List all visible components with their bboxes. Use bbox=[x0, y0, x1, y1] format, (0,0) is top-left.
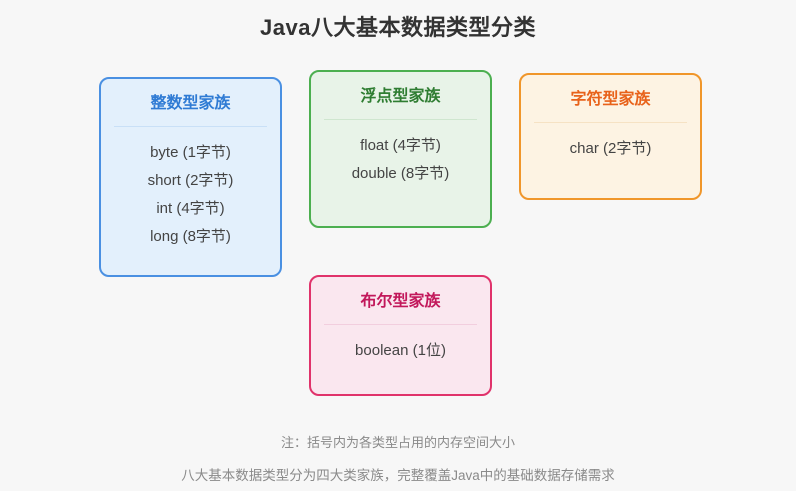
footer-note-summary: 八大基本数据类型分为四大类家族，完整覆盖Java中的基础数据存储需求 bbox=[181, 468, 615, 483]
card-title: 布尔型家族 bbox=[360, 293, 441, 310]
card-divider bbox=[534, 122, 687, 123]
card-item: byte (1字节) bbox=[150, 144, 231, 161]
card-char-family: 字符型家族 char (2字节) bbox=[519, 73, 702, 200]
card-float-family: 浮点型家族 float (4字节) double (8字节) bbox=[309, 70, 492, 228]
card-divider bbox=[324, 324, 477, 325]
card-item-list: char (2字节) bbox=[521, 135, 700, 163]
card-item-list: byte (1字节) short (2字节) int (4字节) long (8… bbox=[101, 139, 280, 251]
card-item-list: float (4字节) double (8字节) bbox=[311, 132, 490, 188]
card-item: int (4字节) bbox=[156, 200, 225, 217]
card-title: 字符型家族 bbox=[570, 91, 651, 108]
card-item-list: boolean (1位) bbox=[311, 337, 490, 365]
card-integer-family: 整数型家族 byte (1字节) short (2字节) int (4字节) l… bbox=[99, 77, 282, 277]
card-boolean-family: 布尔型家族 boolean (1位) bbox=[309, 275, 492, 396]
card-divider bbox=[114, 126, 267, 127]
card-item: char (2字节) bbox=[569, 140, 652, 157]
page-title: Java八大基本数据类型分类 bbox=[260, 15, 536, 40]
card-item: float (4字节) bbox=[360, 137, 441, 154]
card-divider bbox=[324, 119, 477, 120]
card-item: short (2字节) bbox=[147, 172, 234, 189]
card-item: double (8字节) bbox=[351, 165, 450, 182]
card-title: 浮点型家族 bbox=[360, 88, 441, 105]
card-item: long (8字节) bbox=[150, 228, 231, 245]
card-title: 整数型家族 bbox=[150, 95, 231, 112]
card-item: boolean (1位) bbox=[355, 342, 446, 359]
footer-note-memory-size: 注：括号内为各类型占用的内存空间大小 bbox=[280, 435, 515, 450]
